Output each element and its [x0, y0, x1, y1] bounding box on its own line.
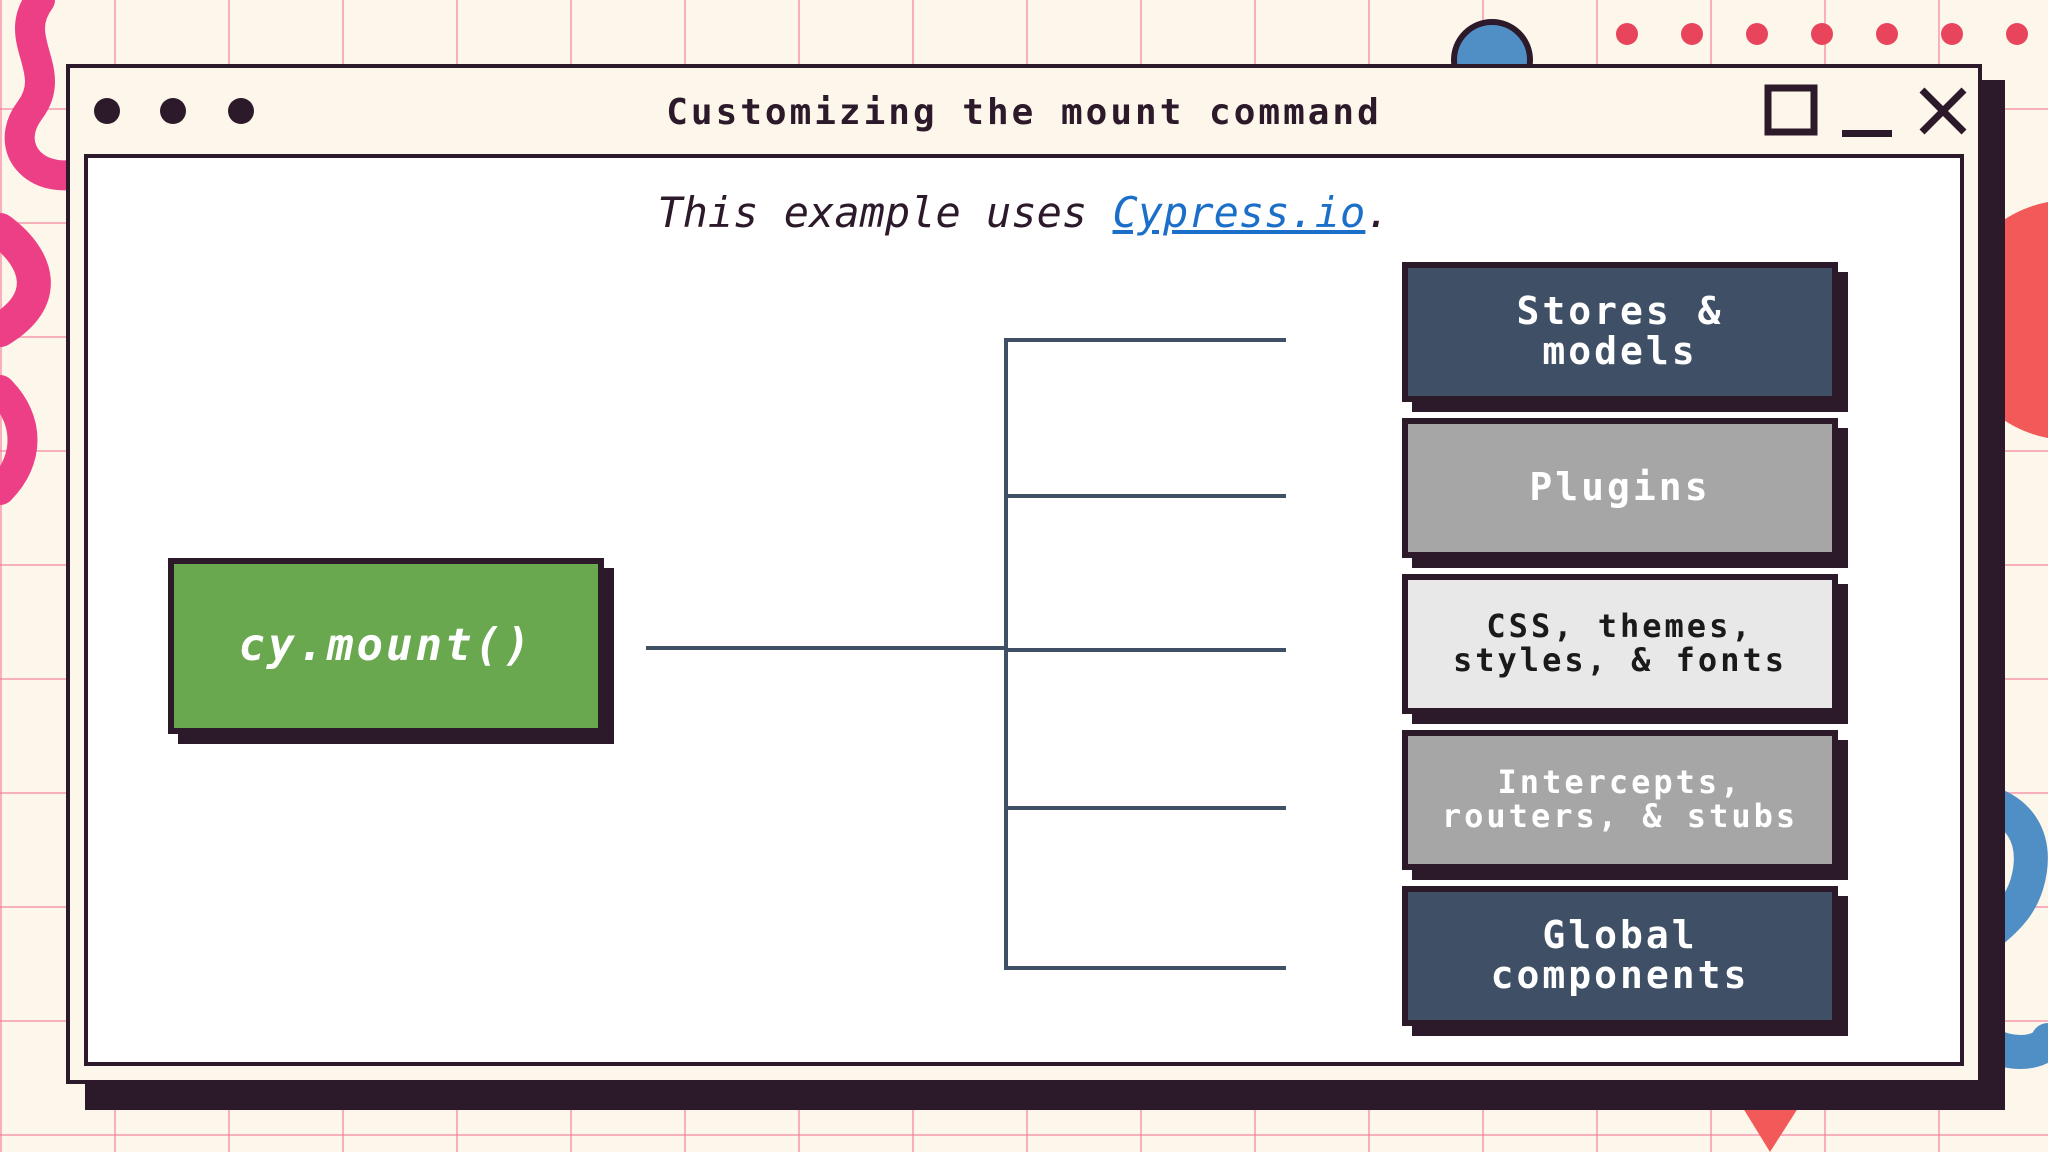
connector-branch-5: [1004, 966, 1286, 970]
pink-squiggle-left: [0, 213, 51, 347]
pink-squiggle-lower-left: [0, 375, 38, 505]
caption: This example uses Cypress.io.: [88, 188, 1960, 237]
branch-node-global-components: Global components: [1402, 886, 1838, 1026]
retro-window: Customizing the mount command This examp…: [66, 64, 1982, 1084]
branch-node-label: CSS, themes, styles, & fonts: [1453, 607, 1787, 679]
root-node-cy-mount: cy.mount(): [168, 558, 604, 734]
connector-branch-1: [1004, 338, 1286, 342]
connector-root-horizontal: [646, 646, 1008, 650]
titlebar-dot-icon: [228, 98, 254, 124]
cypress-link[interactable]: Cypress.io: [1112, 188, 1366, 237]
connector-branch-4: [1004, 806, 1286, 810]
branch-node-label: Global components: [1490, 913, 1750, 997]
caption-suffix: .: [1365, 188, 1391, 237]
connector-branch-2: [1004, 494, 1286, 498]
branch-node-css-themes: CSS, themes, styles, & fonts: [1402, 574, 1838, 714]
branch-node-stores-models: Stores & models: [1402, 262, 1838, 402]
titlebar-dot-icon: [160, 98, 186, 124]
window-title: Customizing the mount command: [666, 92, 1382, 133]
branch-node-intercepts: Intercepts, routers, & stubs: [1402, 730, 1838, 870]
titlebar-dot-icon: [94, 98, 120, 124]
branch-node-plugins: Plugins: [1402, 418, 1838, 558]
window-titlebar: Customizing the mount command: [70, 68, 1978, 154]
maximize-icon[interactable]: [1764, 84, 1820, 140]
connector-branch-3: [1004, 648, 1286, 652]
branch-node-label: Plugins: [1529, 465, 1711, 510]
window-content: This example uses Cypress.io. cy.mount()…: [84, 154, 1964, 1066]
pink-squiggle-top-left: [4, 0, 105, 191]
branch-node-label: Stores & models: [1516, 289, 1724, 373]
branch-node-label: Intercepts, routers, & stubs: [1441, 763, 1799, 835]
root-node-label: cy.mount(): [238, 619, 534, 671]
close-icon[interactable]: [1916, 84, 1972, 140]
minimize-icon[interactable]: [1840, 84, 1896, 140]
connector-trunk-vertical: [1004, 338, 1008, 970]
caption-prefix: This example uses: [657, 188, 1113, 237]
